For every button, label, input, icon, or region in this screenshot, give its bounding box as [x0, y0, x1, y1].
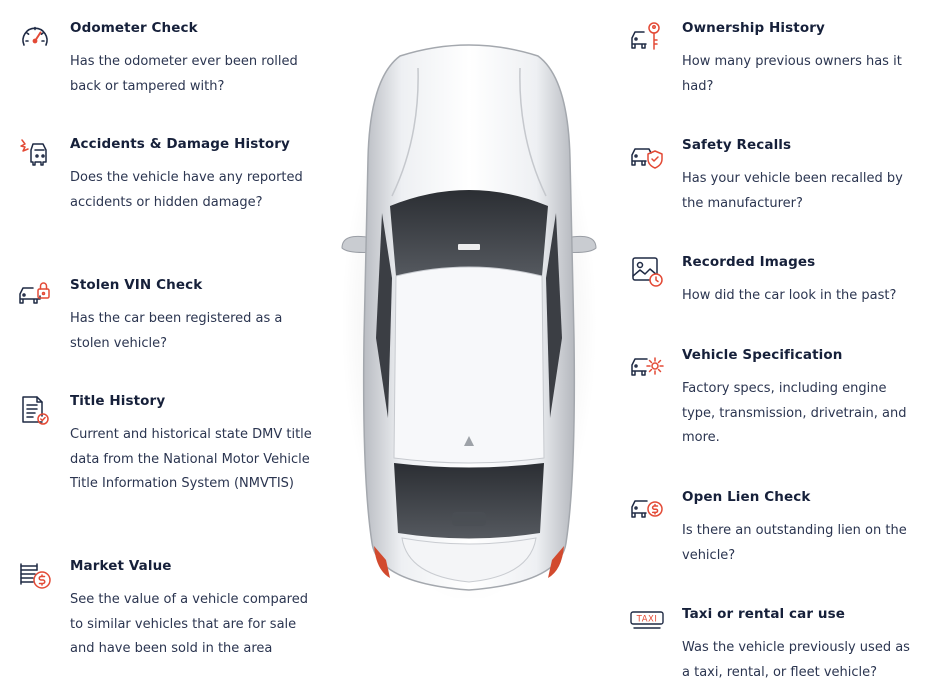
feature-title: Safety Recalls — [682, 137, 792, 153]
feature-title: Ownership History — [682, 20, 825, 36]
feature-description: Current and historical state DMV title d… — [70, 427, 312, 491]
money-stack-icon — [18, 558, 52, 592]
taxi-sign-text: TAXI — [636, 615, 658, 625]
feature-title: Vehicle Specification — [682, 347, 843, 363]
feature-description: Was the vehicle previously used as a tax… — [682, 640, 910, 680]
feature-title: Title History — [70, 393, 166, 409]
car-key-icon — [630, 20, 664, 54]
feature-description: Does the vehicle have any reported accid… — [70, 170, 303, 210]
car-crash-icon — [18, 136, 52, 170]
feature-title: Accidents & Damage History — [70, 136, 290, 152]
odometer-icon — [18, 20, 52, 54]
feature-title: Market Value — [70, 558, 172, 574]
feature-description: Has the car been registered as a stolen … — [70, 311, 283, 351]
document-check-icon — [18, 393, 52, 427]
feature-description: How did the car look in the past? — [682, 288, 897, 303]
feature-description: See the value of a vehicle compared to s… — [70, 592, 308, 656]
feature-title: Taxi or rental car use — [682, 606, 846, 622]
feature-title: Odometer Check — [70, 20, 198, 36]
feature-title: Recorded Images — [682, 254, 816, 270]
feature-description: Has your vehicle been recalled by the ma… — [682, 171, 903, 211]
feature-description: How many previous owners has it had? — [682, 54, 902, 94]
feature-description: Is there an outstanding lien on the vehi… — [682, 523, 907, 563]
car-top-view-image — [341, 43, 597, 598]
image-clock-icon — [630, 254, 664, 288]
feature-description: Factory specs, including engine type, tr… — [682, 381, 907, 445]
car-dollar-icon — [630, 489, 664, 523]
car-lock-icon — [18, 277, 52, 311]
feature-title: Stolen VIN Check — [70, 277, 203, 293]
car-gear-icon — [630, 347, 664, 381]
car-shield-icon — [630, 137, 664, 171]
taxi-sign-icon: TAXI — [630, 606, 664, 640]
feature-title: Open Lien Check — [682, 489, 811, 505]
feature-description: Has the odometer ever been rolled back o… — [70, 54, 298, 94]
